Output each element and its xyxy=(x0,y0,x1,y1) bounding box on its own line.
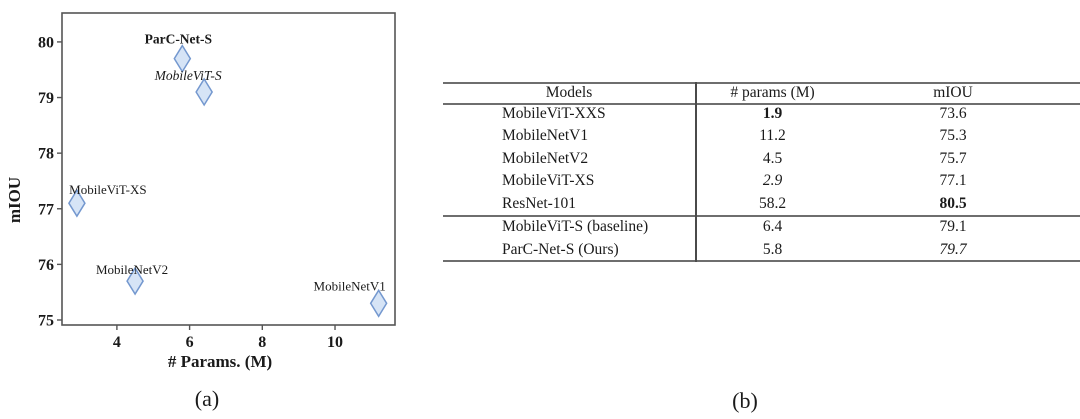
data-point-marker xyxy=(126,266,144,296)
x-tick-label: 6 xyxy=(186,334,194,351)
table-header-row: Models # params (M) mIOU xyxy=(443,82,1080,103)
model-cell: ParC-Net-S (Ours) xyxy=(502,240,619,258)
x-tick-label: 8 xyxy=(258,334,266,351)
data-point-label: MobileNetV1 xyxy=(314,278,386,293)
table-row: ResNet-101 58.2 80.5 xyxy=(443,193,1080,215)
data-point-marker xyxy=(68,188,86,218)
x-tick-label: 10 xyxy=(327,334,343,351)
y-axis-label: mIOU xyxy=(5,177,24,223)
header-models: Models xyxy=(545,84,593,101)
model-cell: MobileViT-XXS xyxy=(502,105,606,122)
scatter-plot: 4 6 8 10 75 76 77 78 79 80 # Params. (M) mIOU ParC-N… xyxy=(5,12,396,371)
model-cell: ResNet-101 xyxy=(502,194,577,212)
data-point-marker xyxy=(369,288,388,318)
miou-cell: 80.5 xyxy=(939,194,967,212)
params-cell: 5.8 xyxy=(762,240,783,258)
table-rule-bottom xyxy=(443,260,1080,262)
table-rule-top xyxy=(443,82,1080,84)
caption-a: (a) xyxy=(194,386,220,411)
miou-cell: 79.7 xyxy=(939,240,967,258)
y-tick-label: 78 xyxy=(38,146,54,163)
x-tick-label: 4 xyxy=(113,334,121,351)
table-row: MobileViT-XS 2.9 77.1 xyxy=(443,170,1080,192)
table-row: MobileViT-XXS 1.9 73.6 xyxy=(443,103,1080,125)
params-cell: 6.4 xyxy=(762,217,783,235)
table-rows: Models # params (M) mIOU MobileViT-XXS 1.9 73… xyxy=(443,82,1080,261)
model-cell: MobileNetV2 xyxy=(502,149,589,167)
y-tick-label: 75 xyxy=(38,312,54,329)
x-axis-label: # Params. (M) xyxy=(168,352,272,371)
y-tick-label: 79 xyxy=(38,90,54,107)
params-cell: 58.2 xyxy=(758,194,787,212)
caption-b: (b) xyxy=(732,388,758,413)
data-point-marker xyxy=(173,44,192,74)
model-cell: MobileViT-XS xyxy=(502,172,595,190)
table-rule-header xyxy=(443,103,1080,105)
miou-cell: 73.6 xyxy=(939,105,967,122)
miou-cell: 79.1 xyxy=(939,217,967,235)
miou-cell: 75.7 xyxy=(939,149,967,167)
params-cell: 2.9 xyxy=(762,172,783,190)
params-cell: 11.2 xyxy=(759,127,786,145)
header-params: # params (M) xyxy=(730,84,815,101)
header-miou: mIOU xyxy=(933,84,973,101)
params-cell: 4.5 xyxy=(762,149,783,167)
y-tick-label: 80 xyxy=(38,34,54,51)
y-tick-label: 77 xyxy=(38,201,54,218)
data-point-label: ParC-Net-S xyxy=(145,32,212,47)
results-table: Models # params (M) mIOU MobileViT-XXS 1.9 73… xyxy=(443,82,1080,262)
table-row: MobileViT-S (baseline) 6.4 79.1 xyxy=(443,215,1080,238)
plot-frame xyxy=(61,12,396,326)
model-cell: MobileViT-S (baseline) xyxy=(502,217,649,235)
y-tick-label: 76 xyxy=(38,257,54,274)
data-point-label: MobileViT-S xyxy=(154,68,222,83)
miou-cell: 75.3 xyxy=(939,127,967,145)
data-point-label: MobileViT-XS xyxy=(69,182,146,197)
table-row: MobileNetV2 4.5 75.7 xyxy=(443,148,1080,170)
data-point-marker xyxy=(195,77,214,107)
table-row: ParC-Net-S (Ours) 5.8 79.7 xyxy=(443,238,1080,261)
table-rule-group xyxy=(443,215,1080,217)
params-cell: 1.9 xyxy=(762,105,783,122)
table-row: MobileNetV1 11.2 75.3 xyxy=(443,125,1080,147)
model-cell: MobileNetV1 xyxy=(502,127,589,145)
miou-cell: 77.1 xyxy=(939,172,967,190)
data-point-label: MobileNetV2 xyxy=(96,262,168,277)
table-column-divider xyxy=(695,82,697,262)
